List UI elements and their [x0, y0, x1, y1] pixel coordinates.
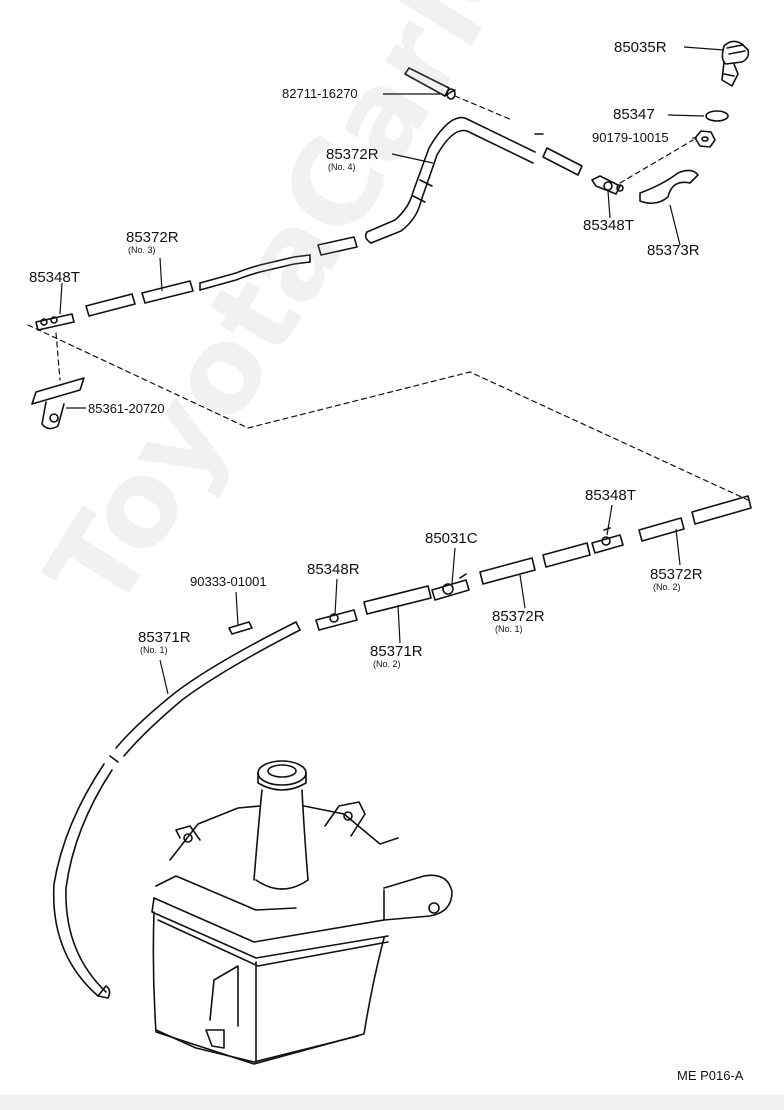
label-85372R-no1: 85372R: [492, 608, 545, 625]
label-85347: 85347: [613, 106, 655, 123]
bottom-strip: [0, 1095, 784, 1110]
hose-segments-top: [542, 147, 699, 205]
hose-clamp-90333: [228, 621, 253, 635]
label-85372R-no2: 85372R: [650, 566, 703, 583]
hex-nut: [694, 130, 716, 148]
tee-connector-lower: [591, 527, 624, 554]
hose-segments-lower: [363, 495, 752, 615]
diagram-code: ME P016-A: [677, 1068, 744, 1083]
label-85371R-no1-sub: (No. 1): [140, 645, 168, 655]
tee-connector-top: [591, 175, 624, 195]
label-85348R: 85348R: [307, 561, 360, 578]
bracket-85361: [31, 377, 85, 430]
label-85373R: 85373R: [647, 242, 700, 259]
label-85372R-no3: 85372R: [126, 229, 179, 246]
washer-nozzle: [721, 40, 750, 87]
label-85348T-top: 85348T: [583, 217, 634, 234]
label-85372R-no4-sub: (No. 4): [328, 162, 356, 172]
label-85348T-lower: 85348T: [585, 487, 636, 504]
dashed-reference-lines: [27, 95, 749, 501]
washer-reservoir-tank: [151, 760, 453, 1065]
label-85031C: 85031C: [425, 530, 478, 547]
label-90333-01001: 90333-01001: [190, 574, 267, 589]
label-85035R: 85035R: [614, 39, 667, 56]
check-valve-85031C: [431, 573, 470, 601]
label-85372R-no1-sub: (No. 1): [495, 624, 523, 634]
label-85371R-no2-sub: (No. 2): [373, 659, 401, 669]
hose-no4: [364, 116, 544, 244]
label-85348T-left: 85348T: [29, 269, 80, 286]
label-82711-16270: 82711-16270: [282, 86, 358, 101]
label-85372R-no3-sub: (No. 3): [128, 245, 156, 255]
hose-segments-left: [85, 280, 194, 317]
hose-no3: [199, 236, 358, 291]
connector-85348R: [315, 609, 358, 631]
washer-ring: [705, 110, 729, 122]
label-85361-20720: 85361-20720: [88, 401, 165, 416]
hose-clip-82711: [404, 67, 456, 100]
tee-connector-left: [35, 313, 75, 331]
label-85371R-no1: 85371R: [138, 629, 191, 646]
label-85372R-no4: 85372R: [326, 146, 379, 163]
hose-85371R-no1: [52, 621, 301, 999]
label-85371R-no2: 85371R: [370, 643, 423, 660]
label-90179-10015: 90179-10015: [592, 130, 669, 145]
label-85372R-no2-sub: (No. 2): [653, 582, 681, 592]
